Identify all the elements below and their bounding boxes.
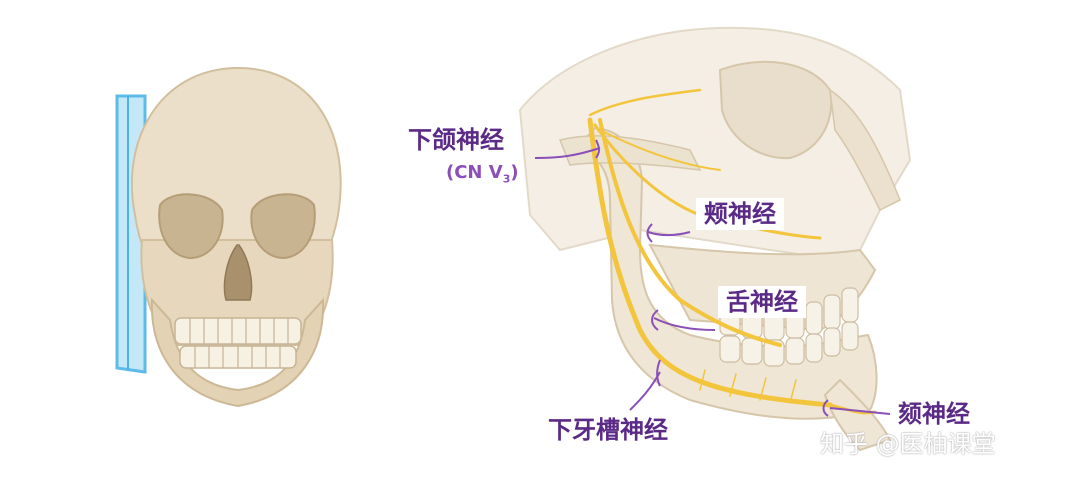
watermark: 知乎 @医柚课堂 (820, 430, 996, 458)
cn-v3-text: (CN V (446, 162, 503, 183)
label-buccal-nerve: 颊神经 (696, 198, 784, 230)
label-mandibular-nerve: 下颌神经 (408, 126, 504, 154)
frontal-skull (115, 66, 342, 408)
right-orbit (250, 193, 316, 260)
cn-v3-close: ) (510, 162, 519, 183)
label-lingual-nerve: 舌神经 (718, 286, 806, 318)
frontal-mandible (150, 297, 325, 408)
label-cn-v3: (CN V3) (446, 162, 519, 186)
cn-v3-subscript: 3 (502, 172, 511, 186)
label-inferior-alveolar-nerve: 下牙槽神经 (548, 416, 668, 444)
nasal-cavity (223, 244, 253, 301)
lateral-skull (518, 26, 912, 452)
leader-lines (534, 139, 891, 417)
left-orbit (158, 193, 224, 260)
label-mental-nerve: 颏神经 (898, 400, 970, 428)
